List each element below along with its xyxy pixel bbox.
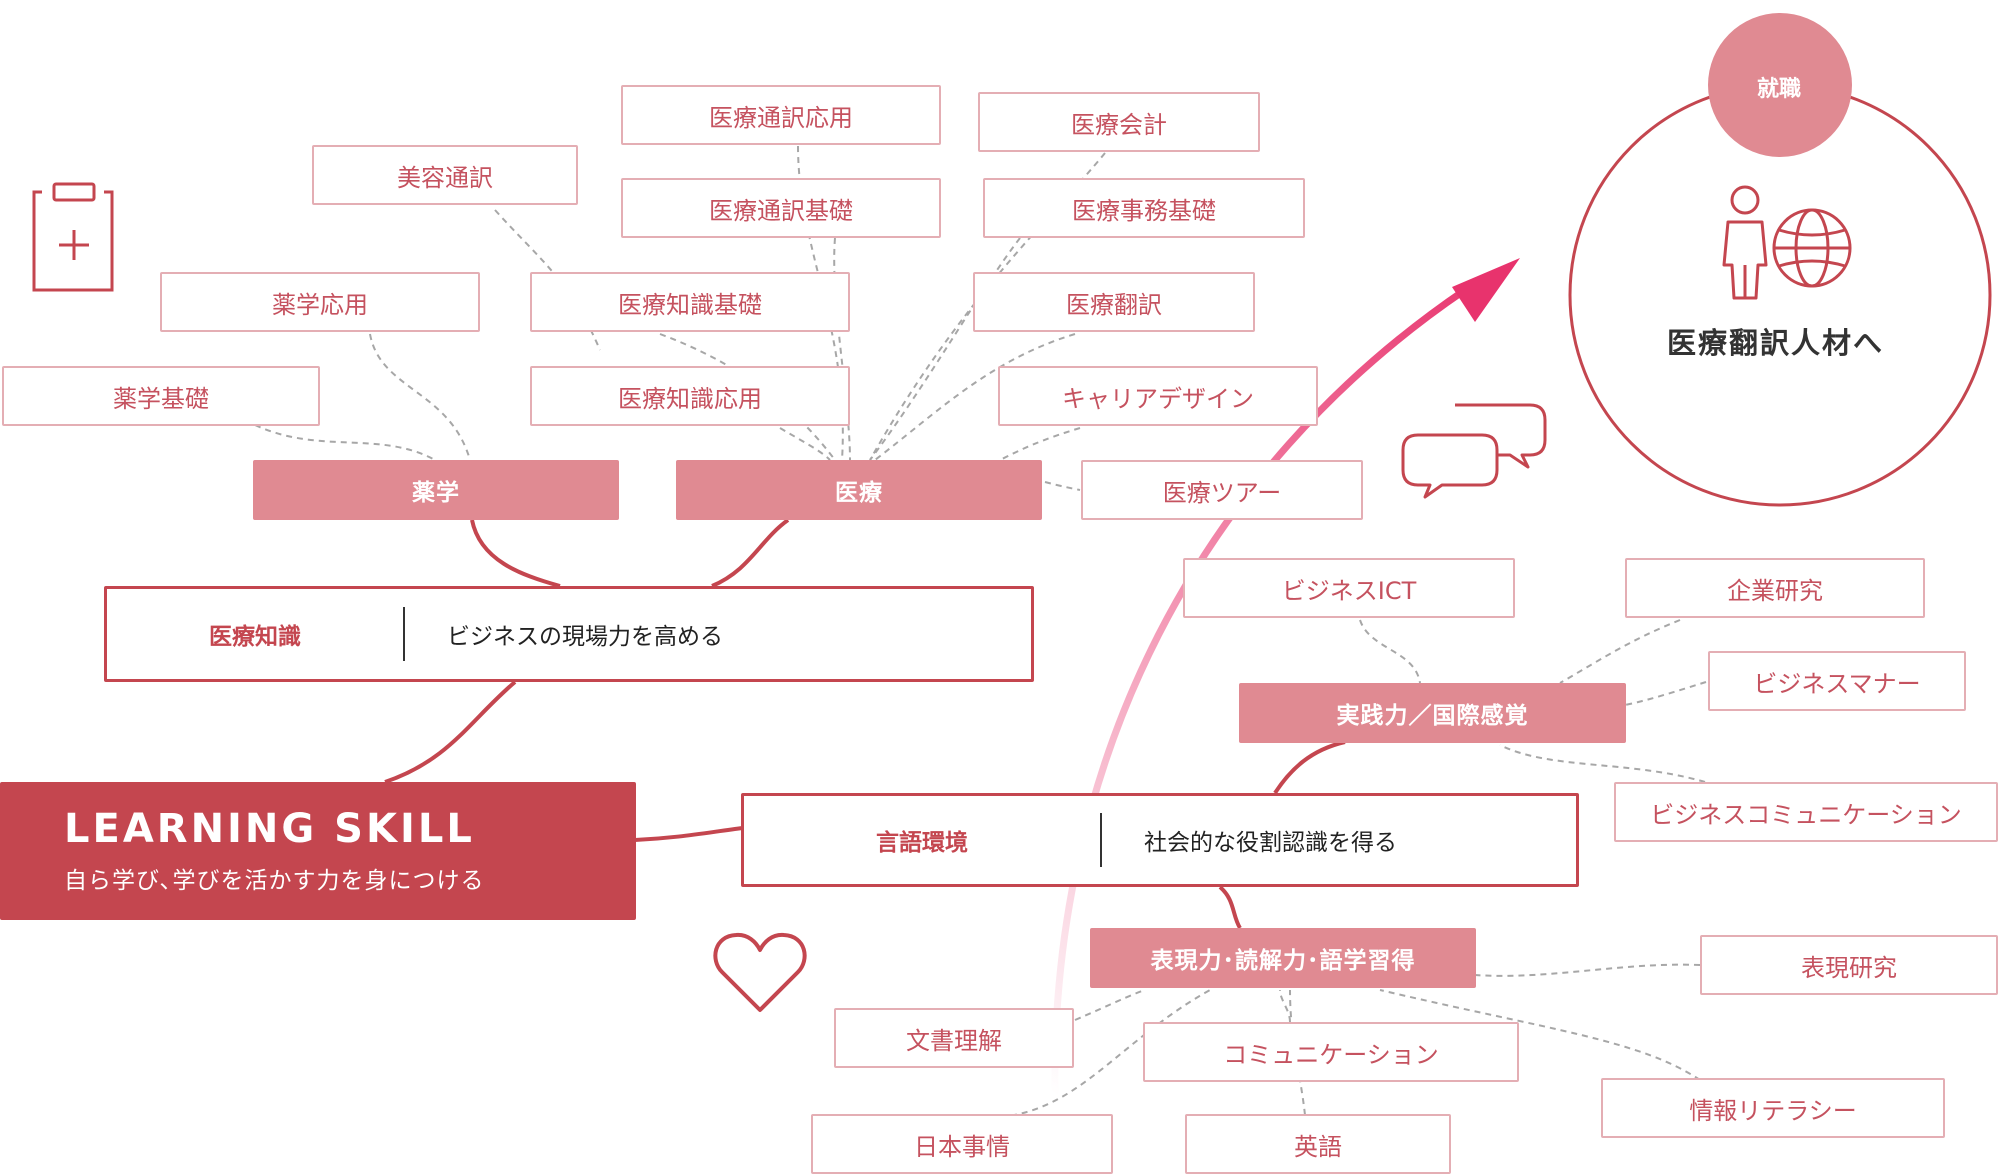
growth-arrow <box>1051 286 1469 1099</box>
leaf-med-interp-applied[interactable]: 医療通訳応用 <box>621 85 941 145</box>
learning-skill-block: LEARNING SKILL 自ら学び､学びを活かす力を身につける <box>0 782 636 920</box>
leaf-med-tour[interactable]: 医療ツアー <box>1081 460 1363 520</box>
leaf-business-ict[interactable]: ビジネスICT <box>1183 558 1515 618</box>
clipboard-plus-icon <box>32 182 114 292</box>
leaf-japan-affairs[interactable]: 日本事情 <box>811 1114 1113 1174</box>
leaf-med-interp-basic[interactable]: 医療通訳基礎 <box>621 178 941 238</box>
leaf-info-literacy[interactable]: 情報リテラシー <box>1601 1078 1945 1138</box>
leaf-med-knowledge-basic[interactable]: 医療知識基礎 <box>530 272 850 332</box>
panel-description: 社会的な役割認識を得る <box>1144 830 1397 856</box>
link-main-language-panel <box>633 826 744 842</box>
leaf-med-office-basics[interactable]: 医療事務基礎 <box>983 178 1305 238</box>
link-panel-expression <box>1218 885 1242 930</box>
leaf-pharma-basics[interactable]: 薬学基礎 <box>2 366 320 426</box>
panel-description: ビジネスの現場力を高める <box>447 624 723 650</box>
link-med-know-basic <box>659 333 836 461</box>
panel-title: 言語環境 <box>876 830 968 856</box>
leaf-company-research[interactable]: 企業研究 <box>1625 558 1925 618</box>
link-english <box>1289 989 1306 1116</box>
link-company-research <box>1559 619 1681 684</box>
leaf-business-communication[interactable]: ビジネスコミュニケーション <box>1614 782 1998 842</box>
speech-bubbles-icon <box>1401 403 1547 499</box>
panel-divider <box>403 607 405 661</box>
link-business-comm <box>1499 744 1706 783</box>
category-practical-global[interactable]: 実践力／国際感覚 <box>1239 683 1626 743</box>
leaf-document-comprehension[interactable]: 文書理解 <box>834 1008 1074 1068</box>
link-beauty-interp <box>494 209 601 351</box>
goal-circle <box>1568 13 1992 507</box>
link-med-interp-basic <box>833 237 851 461</box>
link-med-office <box>869 237 1021 461</box>
link-japan-affairs <box>999 989 1211 1118</box>
leaf-communication[interactable]: コミュニケーション <box>1143 1022 1519 1082</box>
leaf-med-translation[interactable]: 医療翻訳 <box>973 272 1255 332</box>
link-panel-practical <box>1273 740 1346 795</box>
category-medical[interactable]: 医療 <box>676 460 1042 520</box>
leaf-expression-research[interactable]: 表現研究 <box>1700 935 1998 995</box>
panel-medical-knowledge: 医療知識 ビジネスの現場力を高める <box>104 586 1034 682</box>
link-panel-pharma <box>470 519 561 588</box>
panel-title: 医療知識 <box>209 624 301 650</box>
leaf-med-accounting[interactable]: 医療会計 <box>978 92 1260 152</box>
link-expression-research <box>1474 963 1701 977</box>
panel-language-environment: 言語環境 社会的な役割認識を得る <box>741 793 1579 887</box>
growth-arrow-head <box>1452 258 1520 322</box>
leaf-career-design[interactable]: キャリアデザイン <box>998 366 1318 426</box>
link-doc-comprehension <box>1074 989 1146 1021</box>
heart-icon <box>713 932 807 1012</box>
panel-divider <box>1100 813 1102 867</box>
link-med-know-applied <box>779 427 831 461</box>
leaf-med-knowledge-applied[interactable]: 医療知識応用 <box>530 366 850 426</box>
link-panel-medical <box>711 518 790 588</box>
leaf-beauty-interpretation[interactable]: 美容通訳 <box>312 145 578 205</box>
goal-label: 医療翻訳人材へ <box>1667 326 1885 360</box>
link-pharma-applied <box>369 333 471 461</box>
goal-badge: 就職 <box>1757 77 1802 102</box>
link-business-ict <box>1359 619 1421 684</box>
leaf-business-manners[interactable]: ビジネスマナー <box>1708 651 1966 711</box>
link-communication <box>1279 989 1291 1023</box>
main-title: LEARNING SKILL <box>64 806 475 852</box>
person-icon <box>1722 185 1768 300</box>
link-med-tour <box>1044 481 1081 491</box>
link-main-medical-panel <box>384 680 517 784</box>
main-subtitle: 自ら学び､学びを活かす力を身につける <box>64 868 485 894</box>
category-expression-language[interactable]: 表現力･読解力･語学習得 <box>1090 928 1476 988</box>
link-business-manners <box>1624 681 1707 706</box>
link-career-design <box>999 427 1081 461</box>
leaf-english[interactable]: 英語 <box>1185 1114 1451 1174</box>
globe-icon <box>1772 208 1852 288</box>
leaf-pharma-applied[interactable]: 薬学応用 <box>160 272 480 332</box>
link-info-literacy <box>1379 989 1701 1081</box>
link-pharma-basics <box>254 424 436 461</box>
category-pharmacy[interactable]: 薬学 <box>253 460 619 520</box>
